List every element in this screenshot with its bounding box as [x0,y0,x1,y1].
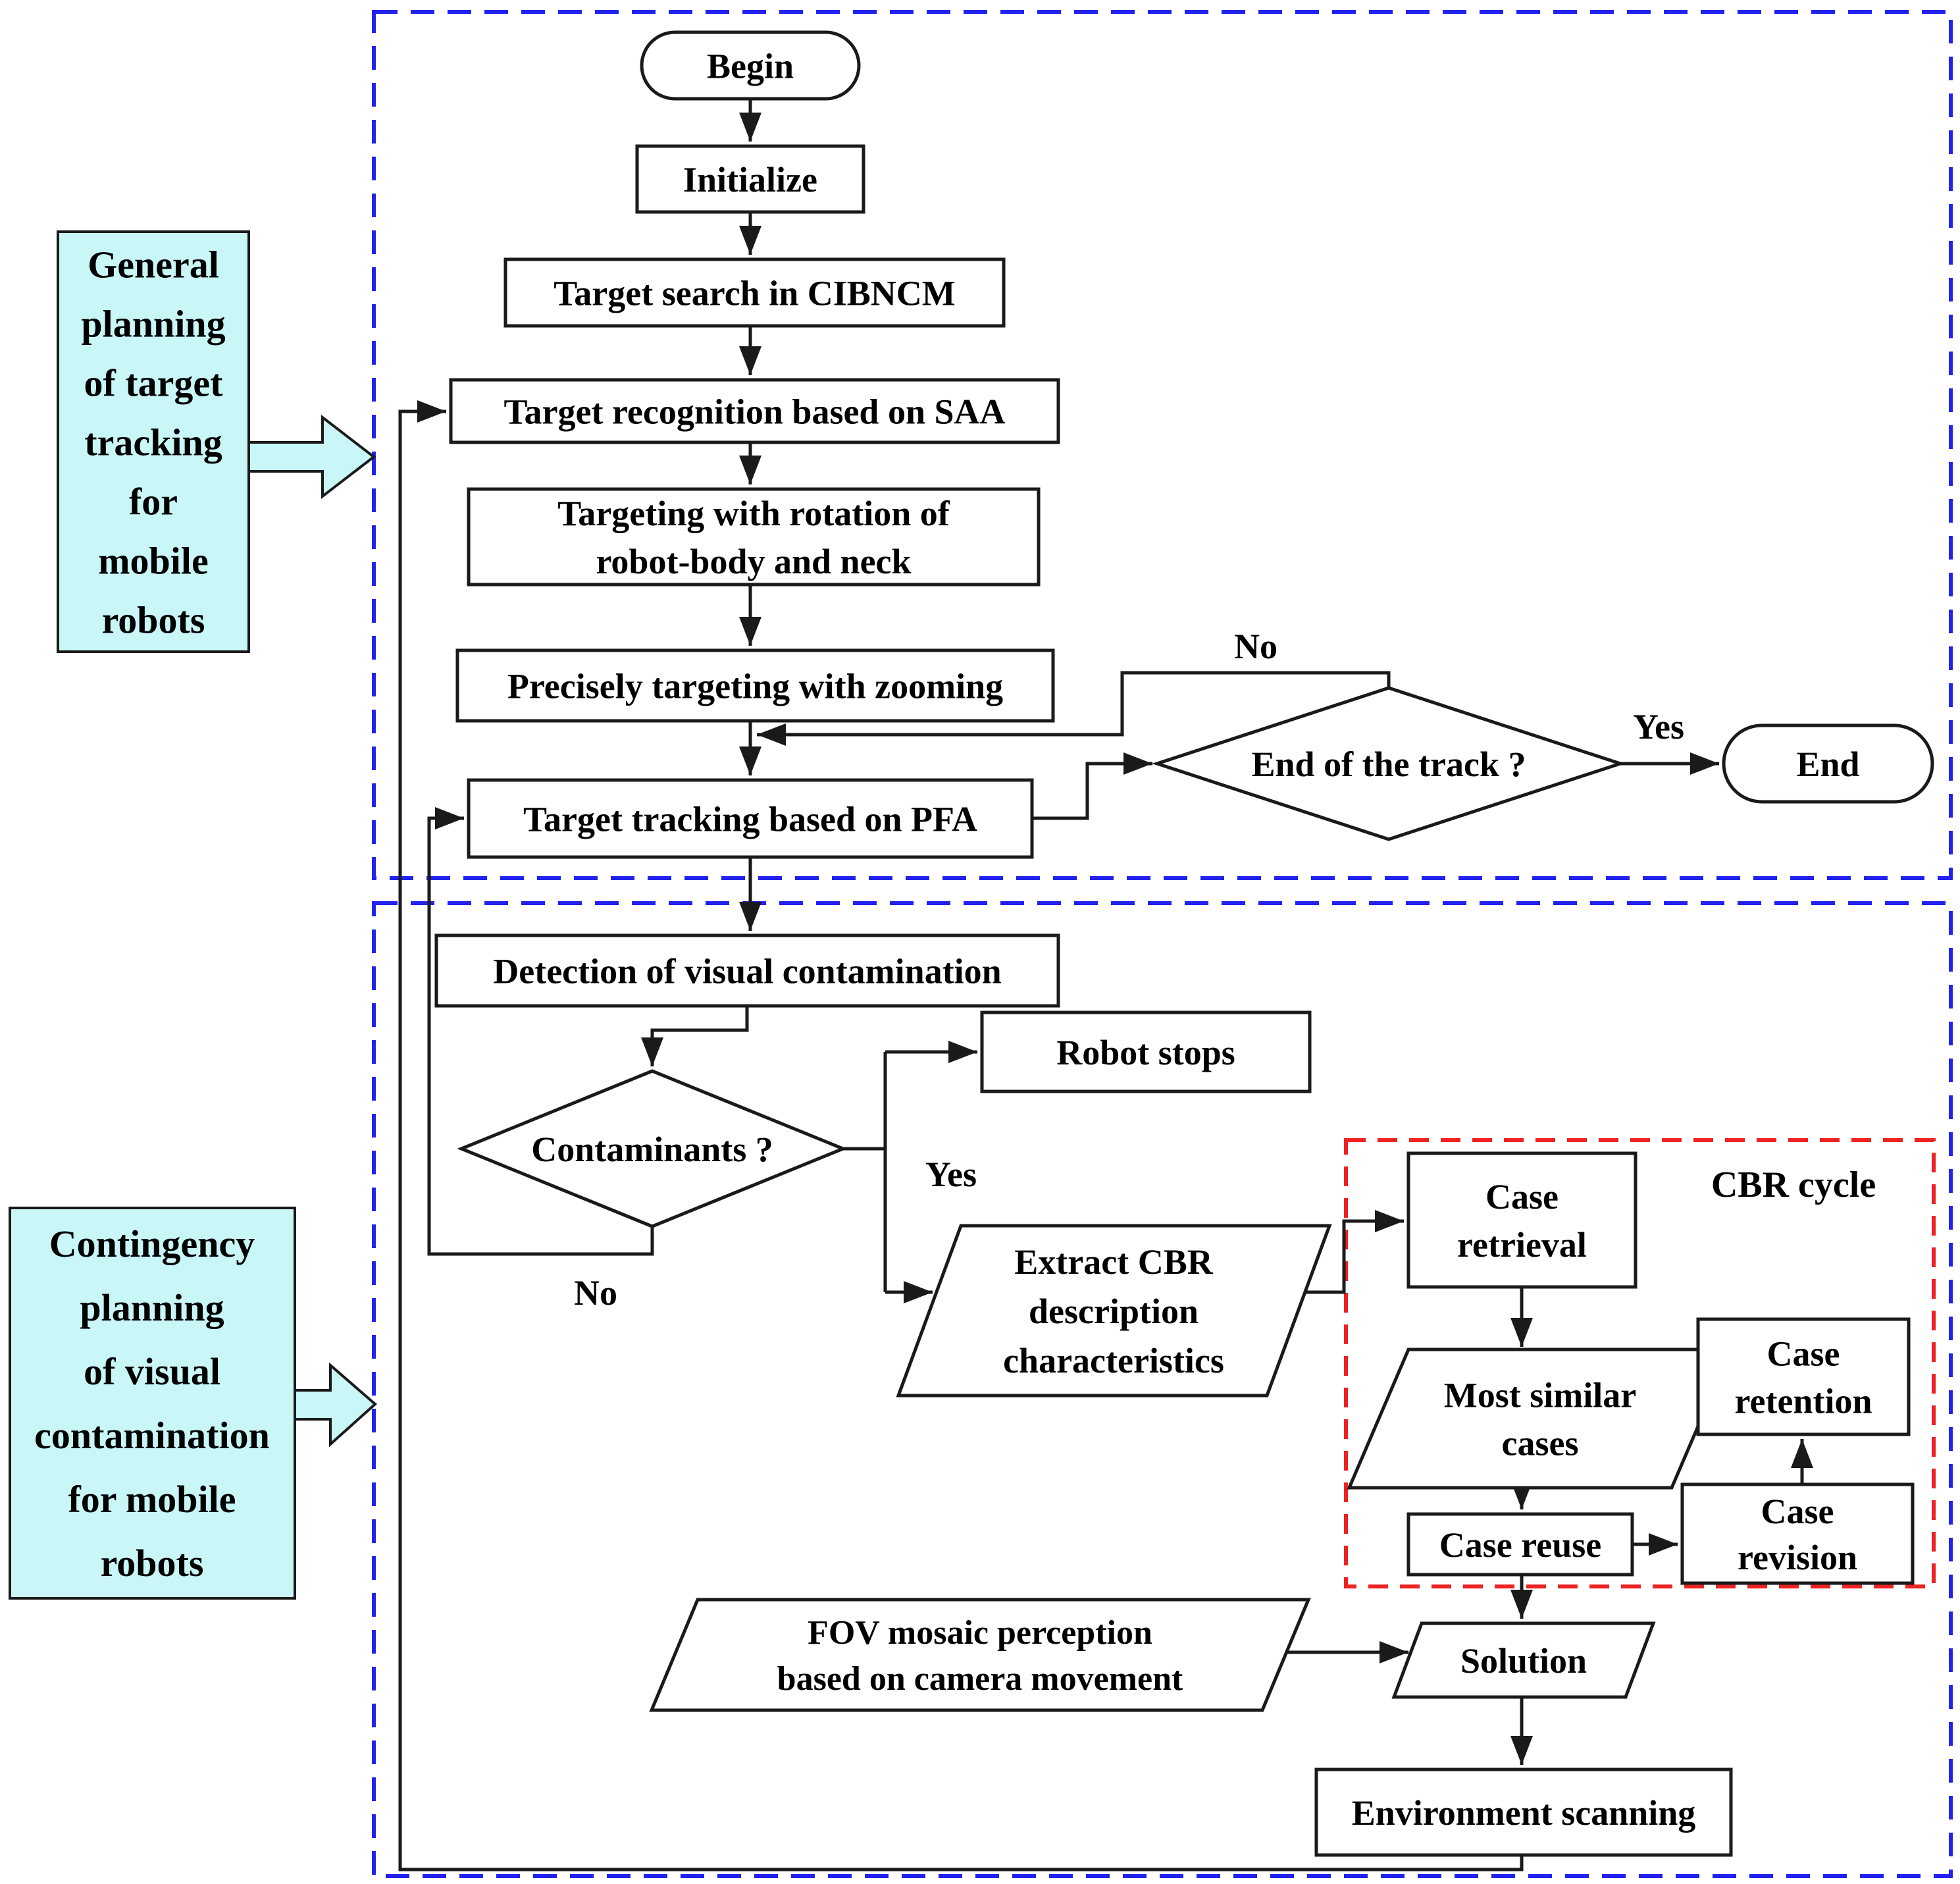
node-targeting-rotation-label: Targeting with rotation of [557,494,950,533]
node-env-scanning-label: Environment scanning [1352,1793,1696,1833]
node-detection-label: Detection of visual contamination [493,951,1001,991]
node-case-retrieval-label: retrieval [1457,1225,1587,1265]
node-target-tracking-shape [467,778,1034,859]
edge-label-no-track: No [1234,627,1277,666]
node-target-search-label: Target search in CIBNCM [554,273,955,313]
node-precisely-targeting-shape [455,648,1055,723]
node-case-reuse-label: Case reuse [1439,1525,1601,1565]
node-target-recognition-shape [449,378,1060,444]
node-initialize-label: Initialize [683,160,817,199]
edge-7 [757,671,1391,746]
node-extract-cbr-shape [896,1224,1332,1398]
cbr-cycle-label: CBR cycle [1711,1164,1876,1205]
edge-8 [1032,752,1152,820]
node-case-revision-shape [1680,1482,1915,1585]
node-solution-label: Solution [1460,1641,1587,1681]
general-planning-arrow-icon [247,414,376,500]
node-extract-cbr-label: Extract CBR [1014,1242,1213,1282]
node-solution-shape [1391,1621,1656,1699]
general-planning-label: General [88,243,219,286]
cbr-cycle-border [1344,1138,1936,1588]
edge-16 [427,807,654,1256]
contingency-planning-label: for mobile [68,1478,236,1521]
contingency-planning-arrow-icon [294,1362,378,1448]
flow-edges [398,99,1813,1871]
general-planning-label: tracking [84,421,222,463]
general-planning-box [57,230,250,653]
node-fov-mosaic-shape [649,1598,1311,1712]
node-contaminants-label: Contaminants ? [531,1130,773,1169]
edge-17 [1305,1210,1404,1294]
node-detection-shape [434,933,1060,1008]
node-fov-mosaic-label: FOV mosaic perception [808,1614,1152,1652]
node-case-reuse-shape [1406,1512,1634,1577]
node-robot-stops-shape [980,1010,1312,1093]
contingency-planning-label: planning [80,1286,224,1329]
node-case-retrieval-shape [1406,1151,1638,1289]
node-most-similar-label: Most similar [1444,1375,1636,1415]
node-begin-shape [640,30,861,101]
node-most-similar-shape [1347,1348,1734,1490]
node-end-of-track-shape [1151,686,1626,841]
node-targeting-rotation-shape [467,487,1041,587]
node-fov-mosaic-label: based on camera movement [777,1660,1183,1698]
general-planning-label: of target [84,361,224,404]
edge-11 [641,1006,749,1066]
edge-label-yes-contaminants: Yes [925,1155,977,1194]
edge-label-no-contaminants: No [574,1273,617,1313]
contingency-planning-label: Contingency [49,1222,255,1265]
general-planning-section-border [372,10,1953,880]
contingency-planning-label: contamination [34,1414,270,1457]
node-case-retention-shape [1696,1317,1911,1436]
edge-label-yes-track: Yes [1633,707,1684,746]
node-extract-cbr-label: description [1029,1292,1199,1331]
contingency-section-border [372,901,1953,1878]
node-extract-cbr-label: characteristics [1003,1341,1224,1380]
general-planning-label: robots [102,598,205,641]
node-target-tracking-label: Target tracking based on PFA [523,799,977,839]
node-case-revision-label: revision [1738,1538,1857,1577]
node-robot-stops-label: Robot stops [1056,1033,1235,1072]
node-case-retention-label: retention [1735,1381,1872,1421]
node-case-retention-label: Case [1767,1334,1840,1373]
node-end-of-track-label: End of the track ? [1252,745,1526,784]
side-labels: General planning of target tracking for mobil… [9,230,378,1600]
contingency-planning-label: of visual [84,1350,220,1393]
contingency-planning-box [9,1207,296,1600]
node-precisely-targeting-label: Precisely targeting with zooming [507,666,1003,706]
node-end-shape [1722,723,1934,804]
node-end-label: End [1796,745,1859,784]
node-contaminants-shape [457,1069,848,1228]
edge-25 [398,400,1524,1871]
general-planning-label: planning [81,302,225,345]
node-case-revision-label: Case [1761,1492,1834,1531]
contingency-planning-label: robots [101,1542,204,1584]
general-planning-label: for [129,480,178,523]
node-initialize-shape [635,144,865,214]
node-begin-label: Begin [707,46,794,86]
node-env-scanning-shape [1314,1767,1733,1857]
node-target-search-shape [503,257,1006,328]
node-most-similar-label: cases [1502,1423,1579,1463]
general-planning-label: mobile [98,539,209,582]
node-target-recognition-label: Target recognition based on SAA [503,392,1005,431]
section-borders [372,10,1953,1878]
node-targeting-rotation-label: robot-body and neck [596,542,911,581]
node-case-retrieval-label: Case [1485,1177,1559,1217]
